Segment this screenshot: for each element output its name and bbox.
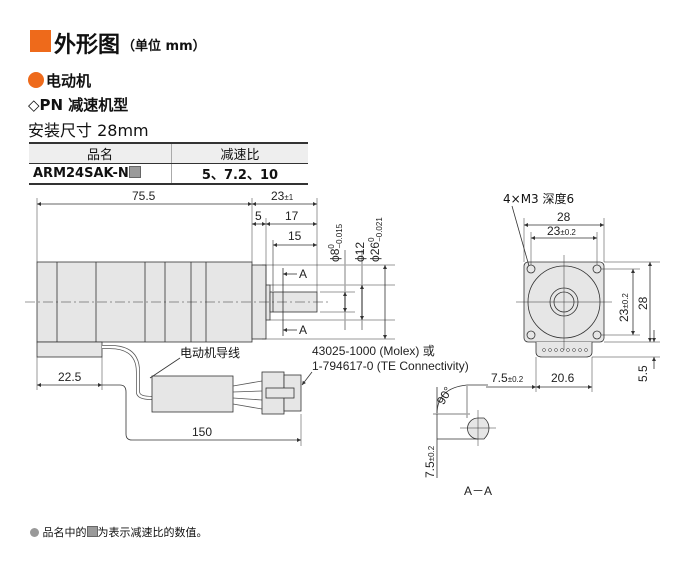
front-dim-23-top: 23±0.2 <box>547 224 576 238</box>
dim-phi12: ϕ12 <box>353 241 367 262</box>
phi8-value: ϕ8 <box>328 248 343 262</box>
header-model: 品名 <box>29 143 172 164</box>
sec-7-5-value: 7.5 <box>423 461 437 478</box>
dim-20-6: 20.6 <box>551 371 575 385</box>
dim-22-5: 22.5 <box>58 370 82 384</box>
front-23-tol: ±0.2 <box>560 228 576 237</box>
dim-5-5: 5.5 <box>636 365 650 382</box>
bullet-circle-icon <box>28 72 44 88</box>
dim-23-tol: ±1 <box>284 193 294 202</box>
d7-5-value: 7.5 <box>491 371 508 385</box>
page-title: 外形图 <box>54 33 121 58</box>
front-dim-28-top: 28 <box>557 210 571 224</box>
section-dim-7-5: 7.5±0.2 <box>423 446 437 478</box>
lead-leader <box>149 357 181 379</box>
model-name: ARM24SAK-N <box>33 166 129 181</box>
section-mark-bottom: A <box>299 323 308 337</box>
dim-150: 150 <box>192 425 213 439</box>
placeholder-square-icon <box>86 526 98 537</box>
section-view-label: A－A <box>464 484 493 498</box>
dim-7-5: 7.5±0.2 <box>491 371 523 385</box>
motor-heading: 电动机 <box>46 72 92 90</box>
footnote: 品名中的为表示减速比的数值。 <box>30 524 208 540</box>
holes-leader <box>511 205 530 267</box>
phi26-tol-lower: −0.021 <box>375 217 384 242</box>
connector-label-1: 43025-1000 (Molex) 或 <box>312 344 435 358</box>
front-23-value: 23 <box>547 224 561 238</box>
shaft-section <box>467 417 490 440</box>
gearhead-type: ◇PN 减速机型 <box>28 96 129 114</box>
tapped-holes-label: 4×M3 深度6 <box>503 192 575 206</box>
dim-phi8: ϕ80−0.015 <box>327 223 344 262</box>
dim-23-value: 23 <box>271 189 285 203</box>
motor-body <box>36 261 253 343</box>
boss <box>265 284 271 321</box>
ratio-cell: 5、7.2、10 <box>201 168 279 183</box>
d7-5-tol: ±0.2 <box>507 375 524 384</box>
sec-7-5-tol: ±0.2 <box>427 445 436 462</box>
footnote-part2: 为表示减速比的数值。 <box>97 526 208 539</box>
model-cell: ARM24SAK-N <box>29 163 172 184</box>
spec-table: 品名 减速比 ARM24SAK-N 5、7.2、10 <box>29 142 308 185</box>
motor-lead-label: 电动机导线 <box>180 346 241 360</box>
relay-box <box>151 375 234 413</box>
section-mark-top: A <box>299 267 308 281</box>
footnote-part1: 品名中的 <box>42 526 87 539</box>
lead-block <box>36 341 103 358</box>
dim-phi26: ϕ260−0.021 <box>367 217 384 262</box>
mounting-size: 安装尺寸 28mm <box>28 121 149 140</box>
phi26-value: ϕ26 <box>368 241 383 262</box>
dim-75-5: 75.5 <box>132 189 156 203</box>
front-23r-tol: ±0.2 <box>621 293 630 309</box>
front-dim-23-right: 23±0.2 <box>617 293 631 322</box>
dim-23: 23±1 <box>271 189 293 203</box>
dim-15: 15 <box>288 229 302 243</box>
front-dim-28-right: 28 <box>636 296 650 310</box>
front-23r-value: 23 <box>617 308 631 322</box>
table-row: ARM24SAK-N 5、7.2、10 <box>29 163 308 184</box>
title-square-icon <box>30 30 51 52</box>
table-header-row: 品名 减速比 <box>29 143 308 164</box>
dim-5: 5 <box>255 209 262 223</box>
dim-17: 17 <box>285 209 299 223</box>
unit-label: （单位 mm） <box>122 39 206 54</box>
placeholder-square-icon <box>128 166 141 178</box>
phi8-tol-lower: −0.015 <box>335 223 344 249</box>
footnote-bullet-icon <box>30 528 39 537</box>
header-ratio: 减速比 <box>171 143 308 164</box>
connector-label-2: 1-794617-0 (TE Connectivity) <box>312 359 469 373</box>
